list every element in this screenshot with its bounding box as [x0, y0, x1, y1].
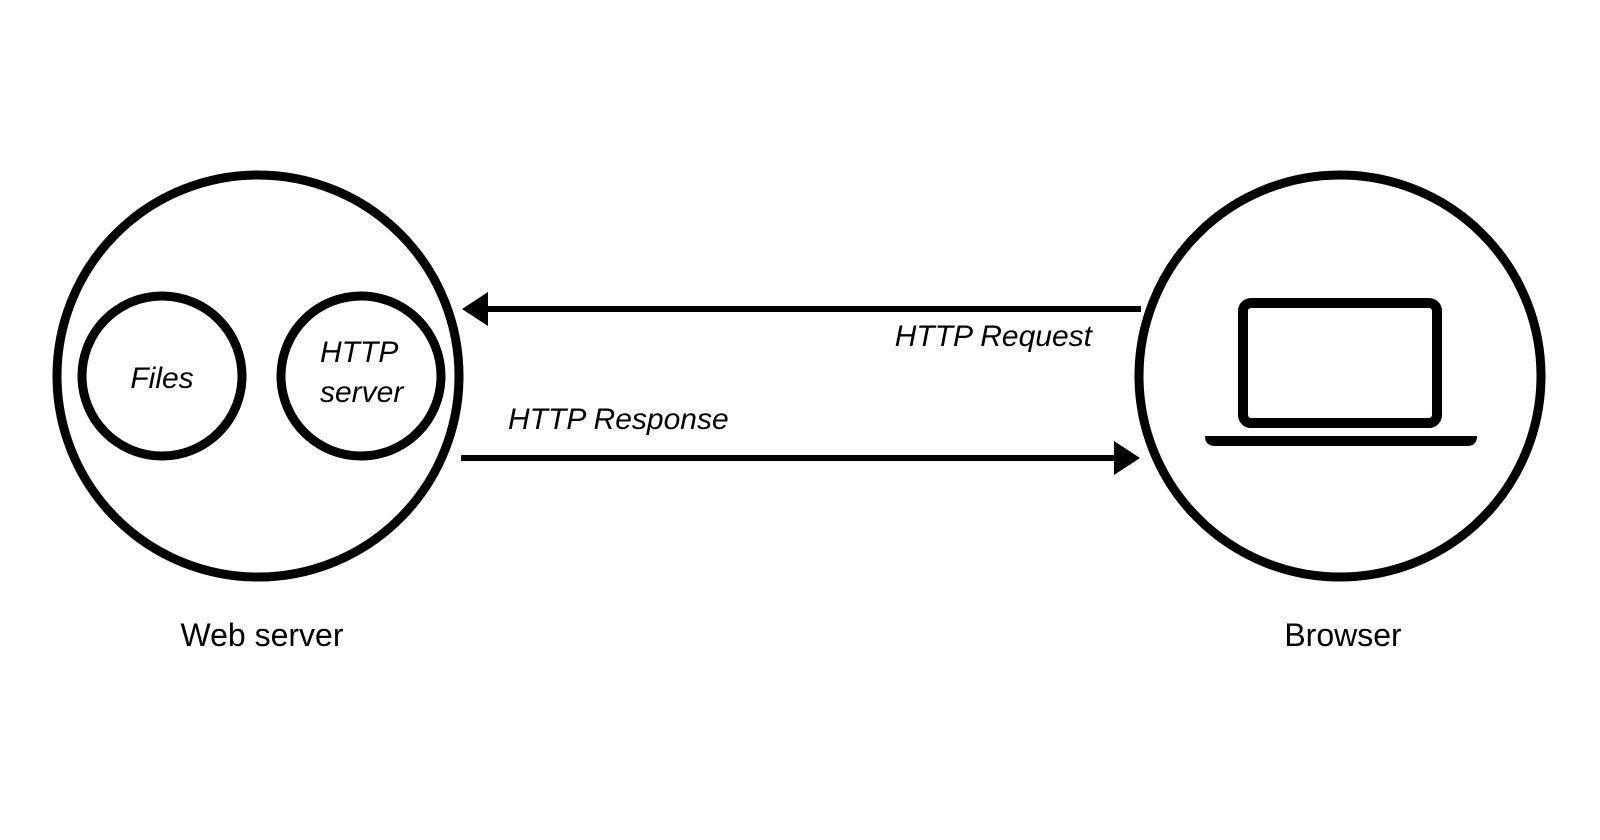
http-server-label-line1: HTTP [320, 336, 398, 369]
web-server-circle [52, 170, 464, 582]
laptop-icon [1205, 298, 1477, 446]
files-component: Files [77, 291, 247, 461]
browser-circle [1134, 170, 1546, 582]
http-response-arrow: HTTP Response [461, 403, 1140, 475]
http-request-label: HTTP Request [895, 320, 1094, 353]
http-server-label-line2: server [320, 376, 404, 409]
files-label: Files [130, 362, 193, 395]
web-server-node: Files HTTP server Web server [52, 170, 464, 653]
http-request-arrowhead [462, 292, 488, 326]
http-request-arrow: HTTP Request [462, 292, 1141, 353]
http-server-circle [276, 291, 446, 461]
web-server-label: Web server [180, 617, 343, 653]
http-response-label: HTTP Response [508, 403, 729, 436]
http-server-component: HTTP server [276, 291, 446, 461]
laptop-base [1205, 436, 1477, 446]
files-circle [77, 291, 247, 461]
browser-label: Browser [1284, 617, 1402, 653]
browser-node: Browser [1134, 170, 1546, 653]
laptop-screen [1238, 298, 1442, 428]
http-response-arrowhead [1114, 441, 1140, 475]
